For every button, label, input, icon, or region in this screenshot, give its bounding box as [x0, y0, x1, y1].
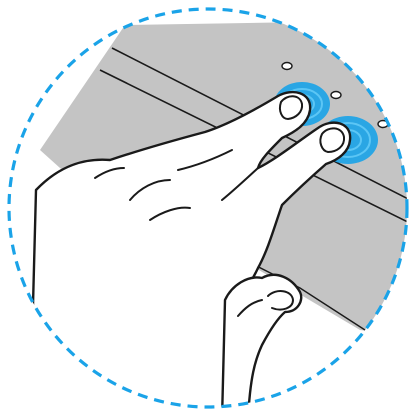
indicator-dot-1 [282, 63, 292, 70]
middle-fingernail [320, 128, 344, 152]
indicator-dot-2 [331, 92, 341, 99]
curled-fingers [222, 275, 301, 415]
